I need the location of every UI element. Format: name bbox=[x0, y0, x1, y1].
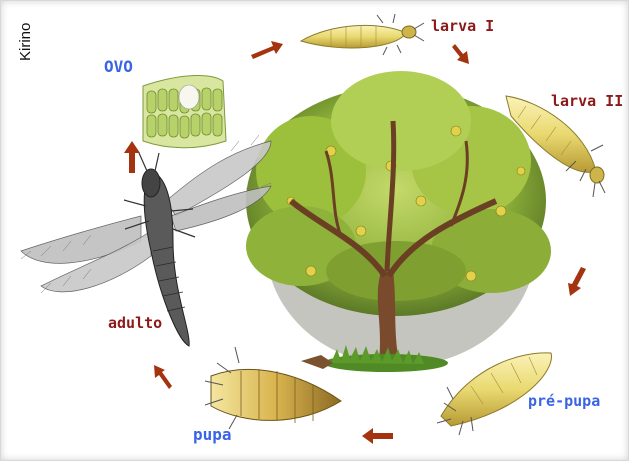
stage-label-pupa: pupa bbox=[193, 427, 232, 443]
arrow-adulto-to-ovo bbox=[124, 141, 140, 173]
tree bbox=[246, 71, 551, 372]
arrow-prepupa-to-pupa bbox=[362, 428, 393, 444]
larva-1 bbox=[301, 14, 424, 55]
stage-label-larva-1: larva I bbox=[431, 19, 494, 34]
arrow-pupa-to-adulto bbox=[154, 365, 172, 389]
stage-label-adulto: adulto bbox=[108, 316, 162, 331]
stage-label-pre-pupa: pré-pupa bbox=[528, 394, 600, 409]
egg-cluster bbox=[143, 76, 226, 148]
stage-label-ovo: OVO bbox=[104, 59, 133, 75]
author-credit: Kirino bbox=[17, 23, 34, 61]
arrow-larva1-to-larva2 bbox=[452, 44, 469, 64]
stage-label-larva-2: larva II bbox=[551, 94, 623, 109]
arrow-larva2-to-prepupa bbox=[568, 267, 586, 296]
arrow-ovo-to-larva1 bbox=[251, 41, 283, 59]
